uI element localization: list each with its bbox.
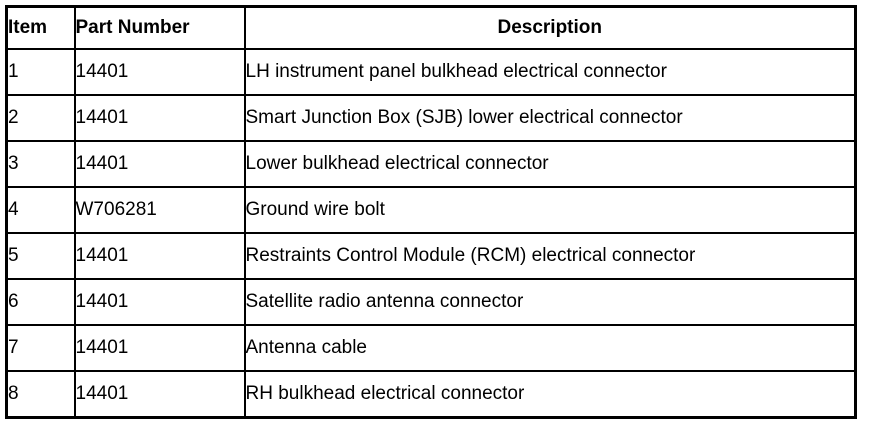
cell-description: RH bulkhead electrical connector [243, 370, 857, 419]
cell-item: 7 [5, 324, 76, 372]
table-row: 7 14401 Antenna cable [5, 324, 857, 372]
cell-part-number: 14401 [73, 232, 246, 280]
table-row: 6 14401 Satellite radio antenna connecto… [5, 278, 857, 326]
cell-description: Lower bulkhead electrical connector [243, 140, 857, 188]
table-row: 3 14401 Lower bulkhead electrical connec… [5, 140, 857, 188]
cell-item: 5 [5, 232, 76, 280]
cell-part-number: 14401 [73, 140, 246, 188]
column-header-part-number: Part Number [73, 5, 246, 50]
cell-part-number: 14401 [73, 370, 246, 419]
cell-description: Smart Junction Box (SJB) lower electrica… [243, 94, 857, 142]
cell-part-number: 14401 [73, 94, 246, 142]
cell-item: 1 [5, 48, 76, 96]
cell-item: 3 [5, 140, 76, 188]
cell-item: 6 [5, 278, 76, 326]
cell-part-number: 14401 [73, 48, 246, 96]
cell-item: 8 [5, 370, 76, 419]
table-row: 5 14401 Restraints Control Module (RCM) … [5, 232, 857, 280]
cell-description: Restraints Control Module (RCM) electric… [243, 232, 857, 280]
table-row: 2 14401 Smart Junction Box (SJB) lower e… [5, 94, 857, 142]
table-body: 1 14401 LH instrument panel bulkhead ele… [5, 48, 857, 419]
cell-part-number: W706281 [73, 186, 246, 234]
cell-description: Antenna cable [243, 324, 857, 372]
cell-item: 2 [5, 94, 76, 142]
cell-part-number: 14401 [73, 324, 246, 372]
cell-description: Satellite radio antenna connector [243, 278, 857, 326]
cell-part-number: 14401 [73, 278, 246, 326]
cell-description: Ground wire bolt [243, 186, 857, 234]
table-header: Item Part Number Description [5, 5, 857, 50]
table-row: 1 14401 LH instrument panel bulkhead ele… [5, 48, 857, 96]
parts-legend-table: Item Part Number Description 1 14401 LH … [5, 5, 857, 419]
table-header-row: Item Part Number Description [5, 5, 857, 50]
table-row: 4 W706281 Ground wire bolt [5, 186, 857, 234]
cell-item: 4 [5, 186, 76, 234]
column-header-item: Item [5, 5, 76, 50]
column-header-description: Description [243, 5, 857, 50]
table-row: 8 14401 RH bulkhead electrical connector [5, 370, 857, 419]
cell-description: LH instrument panel bulkhead electrical … [243, 48, 857, 96]
